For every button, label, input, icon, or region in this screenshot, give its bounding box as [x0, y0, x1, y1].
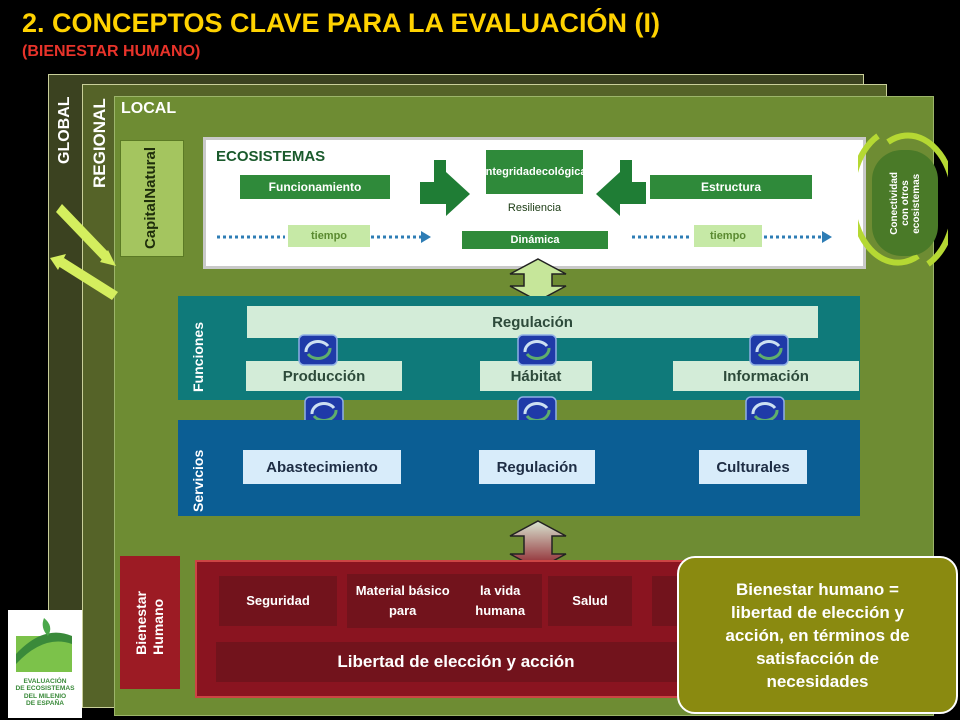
function-habitat: Hábitat — [480, 361, 592, 391]
human-wellbeing-line2: Humano — [150, 598, 166, 655]
tiempo-right-label: tiempo — [694, 225, 762, 247]
function-regulacion: Regulación — [247, 306, 818, 338]
layer-global-label: GLOBAL — [56, 96, 73, 164]
integridad-ecologica-label: Integridad ecológica — [482, 150, 586, 194]
connectivity-cycle-icon — [858, 132, 948, 267]
callout-text: Bienestar humano = libertad de elección … — [725, 578, 909, 693]
cycle-icon — [517, 334, 557, 366]
logo-line2: DE ECOSISTEMAS — [15, 685, 75, 693]
function-informacion: Información — [673, 361, 859, 391]
wellbeing-seguridad: Seguridad — [219, 576, 337, 626]
human-wellbeing-label: Bienestar Humano — [133, 591, 167, 655]
arrow-right-icon — [420, 160, 470, 216]
callout-line3: acción, en términos de — [725, 625, 910, 645]
human-wellbeing-line1: Bienestar — [133, 590, 149, 655]
natural-capital-line2: Capital — [142, 198, 159, 249]
callout-line5: necesidades — [766, 671, 869, 691]
funcionamiento-label: Funcionamiento — [240, 175, 390, 199]
time-arrow-left-icon — [217, 231, 431, 243]
service-regulacion: Regulación — [479, 450, 595, 484]
estructura-label: Estructura — [650, 175, 812, 199]
page-subtitle: (BIENESTAR HUMANO) — [22, 43, 201, 60]
cycle-icon — [745, 396, 785, 428]
natural-capital-label: Natural Capital — [130, 147, 172, 249]
logo-line1: EVALUACIÓN — [23, 678, 67, 685]
callout-line4: satisfacción de — [756, 648, 879, 668]
integridad-line1: Integridad — [482, 166, 536, 178]
logo-line3: DEL MILENIO — [23, 692, 67, 700]
layer-regional-label: REGIONAL — [90, 98, 109, 188]
service-culturales: Culturales — [699, 450, 807, 484]
services-label: Servicios — [190, 449, 206, 512]
logo-text: EVALUACIÓN DE ECOSISTEMAS DEL MILENIO DE… — [10, 678, 80, 708]
ecosystems-title: ECOSISTEMAS — [216, 148, 326, 165]
logo-line4: DE ESPAÑA — [26, 700, 64, 708]
natural-capital-box — [120, 140, 184, 257]
connectivity-label: Conectividad con otros ecosistemas — [889, 172, 922, 235]
resiliencia-label: Resiliencia — [486, 196, 583, 220]
layer-local-label: LOCAL — [121, 100, 177, 117]
arrow-left-icon — [596, 160, 646, 216]
service-abastecimiento: Abastecimiento — [243, 450, 401, 484]
connectivity-line3: ecosistemas — [910, 172, 922, 234]
logo-graphic-icon — [16, 618, 72, 672]
function-produccion: Producción — [246, 361, 402, 391]
material-line1: Material básico para — [355, 583, 450, 618]
human-wellbeing-label-box: Bienestar Humano — [120, 556, 180, 689]
callout-line2: libertad de elección y — [731, 602, 904, 622]
connectivity-line1: Conectividad — [888, 171, 900, 235]
callout-line1: Bienestar humano = — [736, 579, 899, 599]
tiempo-left-label: tiempo — [288, 225, 370, 247]
wellbeing-material-basico: Material básico para la vida humana — [347, 574, 542, 628]
functions-label: Funciones — [190, 321, 206, 392]
time-arrow-right-icon — [632, 231, 832, 243]
material-line2: la vida humana — [475, 583, 526, 618]
connectivity-line2: con otros — [899, 180, 911, 226]
cycle-icon — [298, 334, 338, 366]
natural-capital-line1: Natural — [142, 147, 159, 199]
definition-callout: Bienestar humano = libertad de elección … — [677, 556, 958, 714]
cycle-icon — [304, 396, 344, 428]
cycle-icon — [517, 396, 557, 428]
dinamica-label: Dinámica — [462, 231, 608, 249]
cycle-icon — [749, 334, 789, 366]
scale-arrows-icon — [50, 204, 118, 300]
connectivity-box: Conectividad con otros ecosistemas — [872, 150, 938, 256]
wellbeing-libertad: Libertad de elección y acción — [216, 642, 696, 682]
wellbeing-salud: Salud — [548, 576, 632, 626]
page-title: 2. CONCEPTOS CLAVE PARA LA EVALUACIÓN (I… — [22, 8, 661, 38]
integridad-line2: ecológica — [535, 166, 587, 178]
